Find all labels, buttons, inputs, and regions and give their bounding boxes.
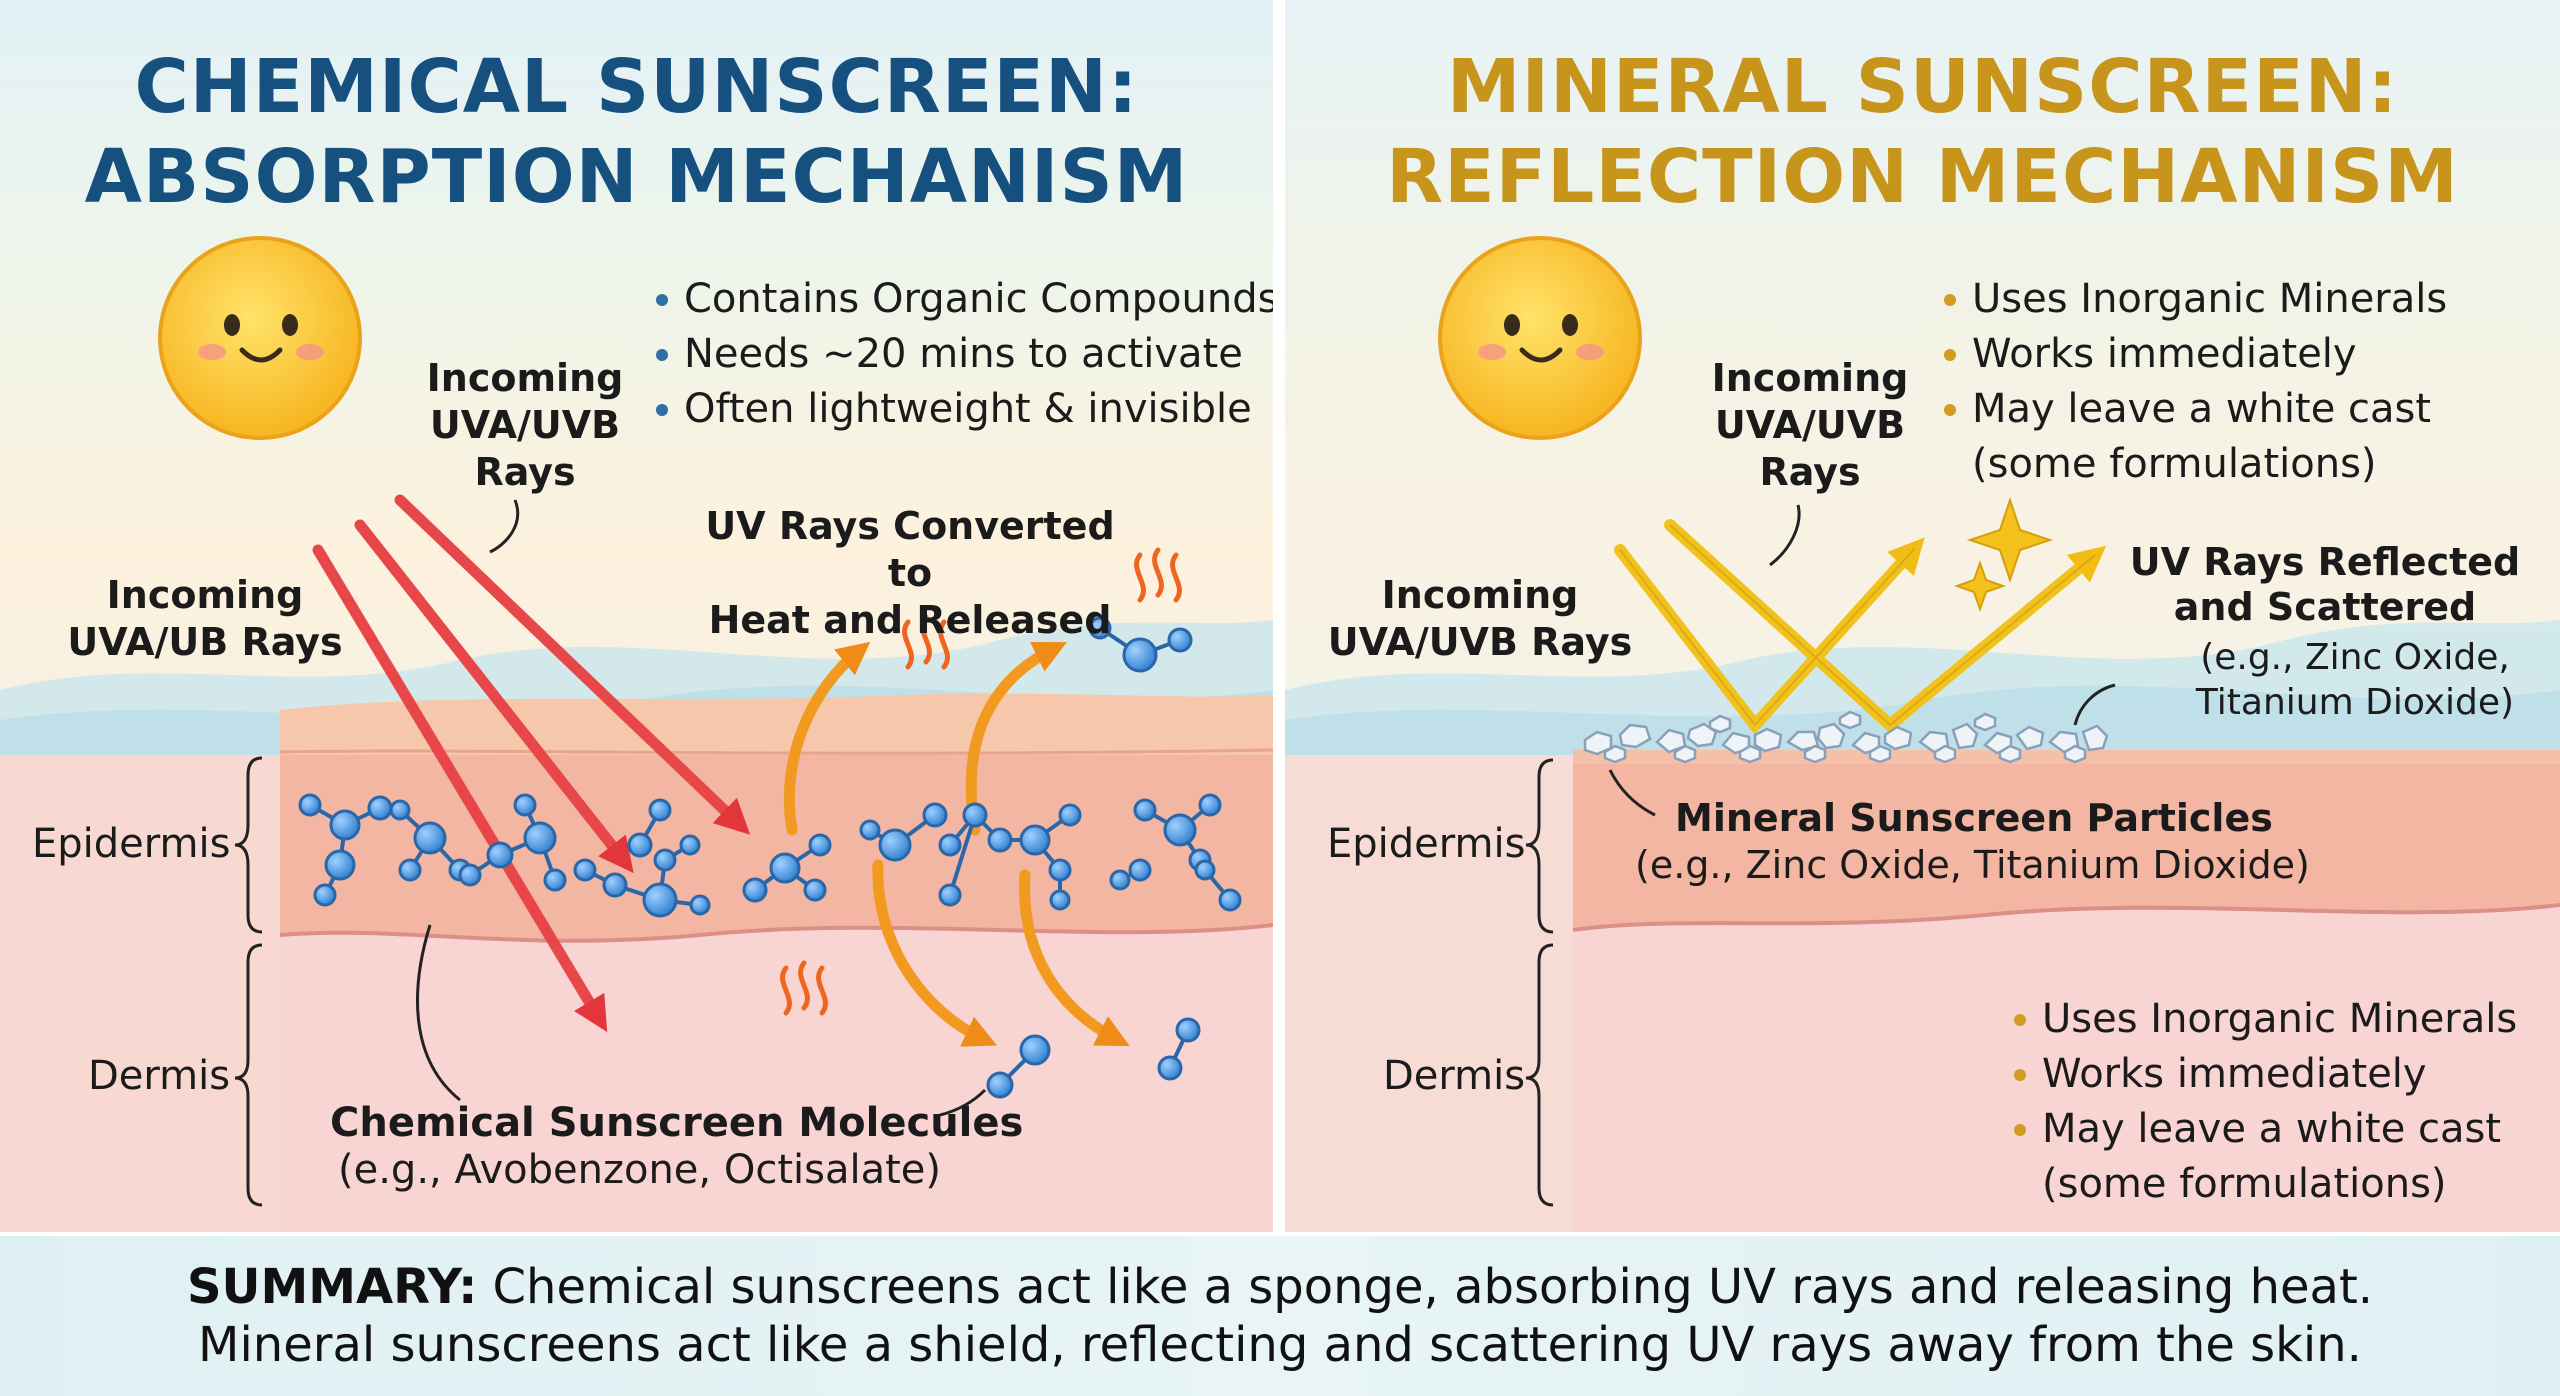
mineral-bullet: May leave a white cast (1940, 382, 2447, 437)
incoming-rays-label: Incoming UVA/UVB Rays (410, 355, 640, 496)
label-line: Incoming (426, 356, 624, 400)
mineral-bullet-continuation: (some formulations) (2042, 1161, 2447, 1207)
chemical-bullet: Often lightweight & invisible (652, 382, 1273, 437)
label-line: UVA/UVB (1714, 403, 1906, 447)
label-line: UVA/UVB (429, 403, 621, 447)
mineral-title-line2: REFLECTION MECHANISM (1386, 134, 2459, 220)
dermis-brace (1525, 943, 1554, 1207)
epidermis-layer (1573, 758, 2560, 930)
mineral-title: MINERAL SUNSCREEN: REFLECTION MECHANISM (1285, 42, 2560, 222)
sparkle-icon (1953, 496, 2054, 613)
label-line: Rays (1759, 450, 1861, 494)
summary-prefix: SUMMARY: (186, 1259, 478, 1315)
mineral-illustration (1285, 236, 2560, 1232)
mineral-bullet: May leave a white cast (2010, 1102, 2517, 1157)
incoming-rays-label-2: Incoming UVA/UB Rays (50, 572, 360, 666)
panel-divider (1273, 0, 1285, 1232)
dermis-label: Dermis (1383, 1053, 1526, 1099)
reflected-examples-label: (e.g., Zinc Oxide, Titanium Dioxide) (2165, 635, 2545, 725)
label-line: (e.g., Avobenzone, Octisalate) (338, 1147, 941, 1193)
chemical-bullets: Contains Organic Compounds Needs ~20 min… (652, 272, 1273, 437)
epidermis-label: Epidermis (1327, 821, 1526, 867)
label-line: Rays (474, 450, 576, 494)
sun-icon (1438, 236, 1642, 440)
incoming-rays-label: Incoming UVA/UVB Rays (1695, 355, 1925, 496)
epidermis-brace (1525, 758, 1554, 934)
label-line: UVA/UB Rays (67, 620, 343, 664)
chemical-bullet: Contains Organic Compounds (652, 272, 1273, 327)
label-line: Titanium Dioxide) (2195, 682, 2515, 723)
mineral-bullet: Uses Inorganic Minerals (1940, 272, 2447, 327)
chemical-title: CHEMICAL SUNSCREEN: ABSORPTION MECHANISM (0, 42, 1273, 222)
summary-bar: SUMMARY: Chemical sunscreens act like a … (0, 1236, 2560, 1396)
summary-line-2: Mineral sunscreens act like a shield, re… (198, 1317, 2362, 1373)
mineral-bullet-continuation: (some formulations) (1972, 441, 2377, 487)
label-line: and Scattered (2173, 585, 2477, 629)
mineral-panel: MINERAL SUNSCREEN: REFLECTION MECHANISM … (1285, 0, 2560, 1232)
label-line: (e.g., Zinc Oxide, (2200, 637, 2510, 678)
label-line: Incoming (1381, 573, 1579, 617)
mineral-bullet: Works immediately (1940, 327, 2447, 382)
chemical-title-line1: CHEMICAL SUNSCREEN: (134, 44, 1139, 130)
label-line: Mineral Sunscreen Particles (1675, 796, 2273, 840)
molecules-label: Chemical Sunscreen Molecules (e.g., Avob… (330, 1100, 1023, 1194)
chemical-illustration (0, 236, 1273, 1232)
dermis-brace (234, 943, 263, 1207)
reflected-scattered-label: UV Rays Reflected and Scattered (2125, 540, 2525, 630)
sun-icon (158, 236, 362, 440)
dermis-layer (1573, 905, 2560, 1232)
particles-label: Mineral Sunscreen Particles (e.g., Zinc … (1635, 795, 2310, 889)
dermis-label: Dermis (88, 1053, 231, 1099)
mineral-bullets: Uses Inorganic Minerals Works immediatel… (1940, 272, 2447, 492)
mineral-title-line1: MINERAL SUNSCREEN: (1446, 44, 2399, 130)
mineral-bullet: Works immediately (2010, 1047, 2517, 1102)
label-line: UV Rays Reflected (2129, 540, 2521, 584)
label-line: UVA/UVB Rays (1327, 620, 1633, 664)
label-line: Heat and Released (708, 598, 1112, 642)
incoming-rays-label-2: Incoming UVA/UVB Rays (1310, 572, 1650, 666)
epidermis-label: Epidermis (32, 821, 231, 867)
label-line: (e.g., Zinc Oxide, Titanium Dioxide) (1635, 843, 2310, 887)
converted-heat-label: UV Rays Converted to Heat and Released (680, 503, 1140, 644)
dermis-layer (280, 925, 1273, 1232)
chemical-panel: CHEMICAL SUNSCREEN: ABSORPTION MECHANISM… (0, 0, 1273, 1232)
label-line: Incoming (1711, 356, 1909, 400)
summary-text: Chemical sunscreens act like a sponge, a… (477, 1259, 2374, 1315)
heat-icon (780, 547, 1182, 1016)
dermis-bullets: Uses Inorganic Minerals Works immediatel… (2010, 992, 2517, 1212)
heat-release-arrows (783, 641, 1130, 1047)
chemical-title-line2: ABSORPTION MECHANISM (84, 134, 1189, 220)
label-line: UV Rays Converted to (705, 504, 1115, 595)
chemical-bullet: Needs ~20 mins to activate (652, 327, 1273, 382)
epidermis-brace (234, 756, 263, 934)
uv-ray-arrows (312, 494, 751, 1033)
mineral-particles (1583, 710, 2109, 764)
label-line: Incoming (106, 573, 304, 617)
summary-line-1: SUMMARY: Chemical sunscreens act like a … (0, 1258, 2560, 1316)
mineral-bullet: Uses Inorganic Minerals (2010, 992, 2517, 1047)
label-line: Chemical Sunscreen Molecules (330, 1100, 1024, 1146)
